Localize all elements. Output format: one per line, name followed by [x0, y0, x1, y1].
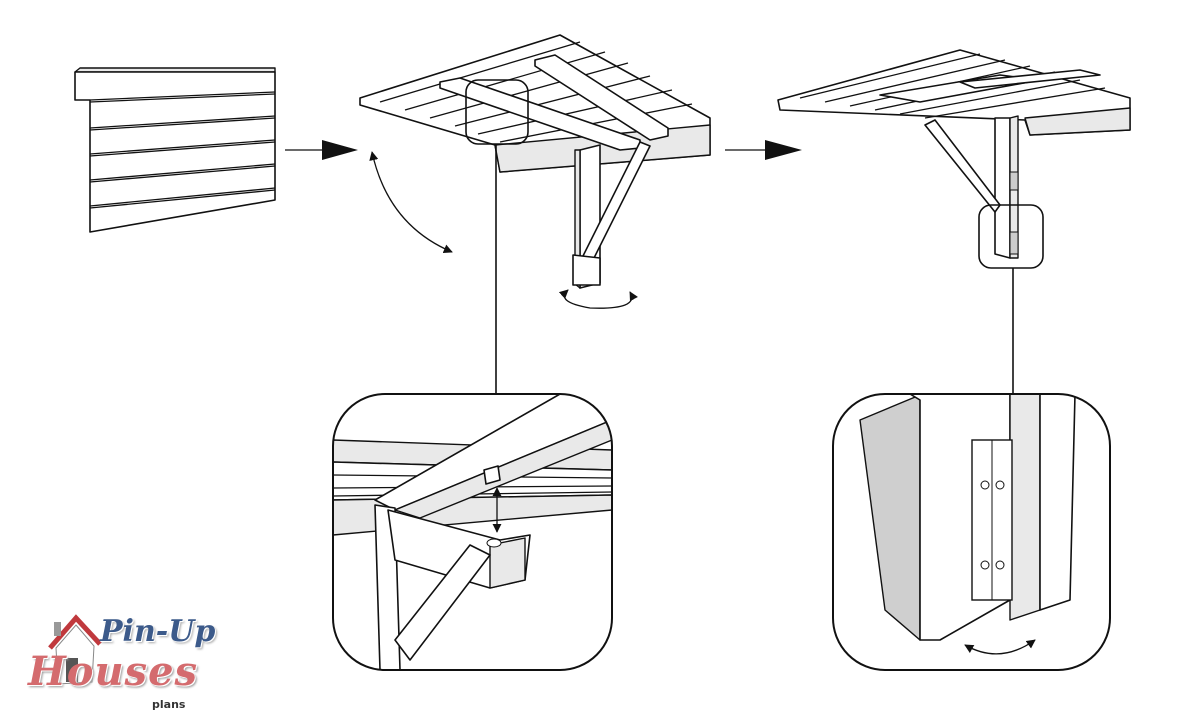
callout-box-top-joint [465, 79, 529, 145]
folded-table [74, 67, 276, 233]
unfolded-table-right [777, 49, 1131, 269]
arrow-head-2 [765, 140, 802, 160]
logo-pin-up: Pin-Up [100, 614, 216, 649]
detail-hinge-panel [832, 393, 1111, 671]
logo-houses: Houses [28, 648, 199, 695]
rotation-arrow [558, 289, 638, 309]
pin-up-houses-logo: Pin-Up Houses plans [22, 608, 222, 720]
detail-joint-panel [332, 393, 613, 671]
unfolded-table-middle [359, 34, 711, 289]
arrow-head-1 [322, 140, 358, 160]
logo-plans: plans [152, 698, 186, 711]
swing-arrow [369, 151, 453, 254]
callout-box-hinge [978, 204, 1044, 269]
house-icon [48, 614, 102, 685]
